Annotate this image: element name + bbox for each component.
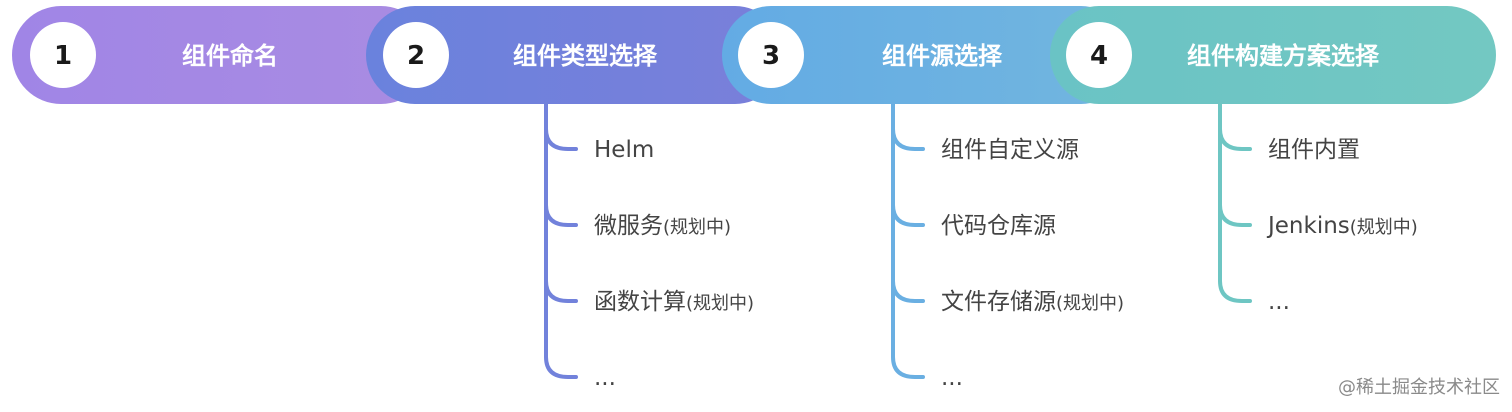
- stage-labels: 1 组件命名 2 组件类型选择 3 组件源选择 4 组件构建方案选择: [30, 22, 1380, 88]
- option-label: 函数计算: [594, 289, 686, 315]
- option-item: 组件内置: [1268, 137, 1360, 163]
- option-item: ...: [1268, 289, 1290, 315]
- option-item: ...: [594, 365, 616, 391]
- branch-connector: [891, 203, 925, 227]
- branch-connector: [1218, 203, 1252, 227]
- branch-connector: [544, 203, 578, 227]
- option-item: 代码仓库源: [941, 213, 1056, 239]
- option-item: Helm: [594, 137, 654, 163]
- option-label: ...: [1268, 289, 1290, 315]
- stage-pill-3: [722, 6, 1130, 104]
- option-branches: Helm微服务(规划中)函数计算(规划中)...组件自定义源代码仓库源文件存储源…: [544, 102, 1418, 391]
- option-label: 组件自定义源: [941, 137, 1079, 163]
- option-note: (规划中): [1350, 217, 1418, 238]
- stage-number-circle-4: [1066, 22, 1132, 88]
- option-label: Helm: [594, 137, 654, 163]
- option-label: ...: [594, 365, 616, 391]
- option-item: 组件自定义源: [941, 137, 1079, 163]
- stage-number-circle-2: [383, 22, 449, 88]
- branch-trunk-4: [1218, 102, 1252, 303]
- stage-pill-2: [366, 6, 784, 104]
- option-item: Jenkins(规划中): [1266, 213, 1418, 239]
- stage-2-options: Helm微服务(规划中)函数计算(规划中)...: [544, 102, 754, 391]
- stage-number-4: 4: [1090, 41, 1108, 71]
- branch-connector: [891, 279, 925, 303]
- option-item: 微服务(规划中): [594, 213, 731, 239]
- stage-pill-1: [12, 6, 430, 104]
- watermark-text: @稀土掘金技术社区: [1338, 377, 1500, 398]
- option-label: ...: [941, 365, 963, 391]
- stage-3-options: 组件自定义源代码仓库源文件存储源(规划中)...: [891, 102, 1124, 391]
- stage-number-2: 2: [407, 41, 425, 71]
- branch-connector: [544, 127, 578, 151]
- option-item: 函数计算(规划中): [594, 289, 754, 315]
- branch-trunk-3: [891, 102, 925, 379]
- stage-4-options: 组件内置 Jenkins(规划中)...: [1218, 102, 1418, 315]
- option-note: (规划中): [686, 293, 754, 314]
- branch-connector: [544, 279, 578, 303]
- stage-title-4: 组件构建方案选择: [1187, 42, 1380, 70]
- option-label: 组件内置: [1268, 137, 1360, 163]
- stage-pills: [12, 6, 1496, 104]
- option-note: (规划中): [663, 217, 731, 238]
- branch-trunk-2: [544, 102, 578, 379]
- stage-number-1: 1: [54, 41, 72, 71]
- option-label: 代码仓库源: [941, 213, 1056, 239]
- option-note: (规划中): [1056, 293, 1124, 314]
- stage-title-1: 组件命名: [182, 42, 278, 70]
- branch-connector: [891, 127, 925, 151]
- option-item: 文件存储源(规划中): [941, 289, 1124, 315]
- option-label: Jenkins: [1266, 213, 1350, 239]
- stage-title-2: 组件类型选择: [513, 42, 658, 70]
- stage-number-circle-1: [30, 22, 96, 88]
- branch-connector: [1218, 127, 1252, 151]
- option-label: 文件存储源: [941, 289, 1056, 315]
- stage-title-3: 组件源选择: [882, 42, 1003, 70]
- stage-pill-4: [1050, 6, 1496, 104]
- stage-number-3: 3: [762, 41, 780, 71]
- option-item: ...: [941, 365, 963, 391]
- stage-number-circle-3: [738, 22, 804, 88]
- option-label: 微服务: [594, 213, 663, 239]
